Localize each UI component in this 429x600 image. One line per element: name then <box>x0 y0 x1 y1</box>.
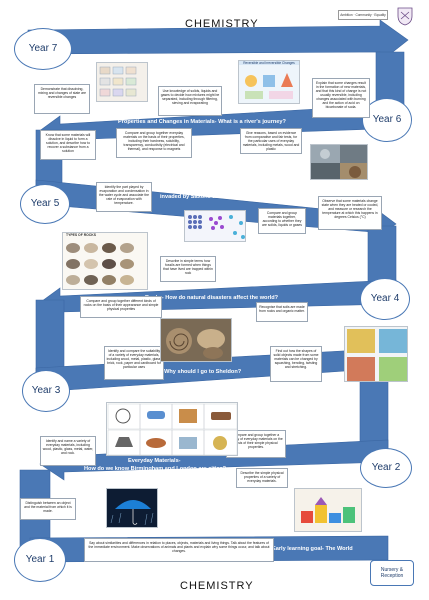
year-2-badge: Year 2 <box>360 448 412 488</box>
year-7-badge: Year 7 <box>14 28 72 70</box>
arrow-down-right-1 <box>375 51 405 105</box>
y7-mixtures-image <box>96 62 148 102</box>
band-year-2-topic-2: How do we know Birmingham and London are… <box>84 466 227 472</box>
y4-rocks-chart-title: TYPES OF ROCKS <box>66 233 96 237</box>
year-5-badge: Year 5 <box>20 184 70 224</box>
objective-y7-dissolving: Demonstrate that dissolving, mixing and … <box>34 84 90 114</box>
year-6-badge: Year 6 <box>362 98 412 142</box>
y6-iron-rust-photo <box>310 144 368 180</box>
school-crest-icon <box>397 7 413 26</box>
objective-y5-states: Compare and group materials together, ac… <box>258 208 306 234</box>
objective-y5-heated: Observe that some materials change state… <box>318 196 382 230</box>
y4-rock-types-chart: TYPES OF ROCKS <box>62 232 148 290</box>
y5-particles-image <box>184 210 246 242</box>
objective-y6-dissolve: Know that some materials will dissolve i… <box>40 130 96 160</box>
header-note: Ambition · Community · Equality <box>338 10 388 20</box>
y2-objects-grid <box>106 402 238 456</box>
objective-y2-describe: Describe the simple physical properties … <box>236 468 288 488</box>
band-year-2-topic-1: Everyday Materials- <box>128 458 181 464</box>
band-year-4-topic: Rocks- How do natural disasters affect t… <box>145 295 279 301</box>
band-year-6-topic: Properties and Changes in Materials- Wha… <box>118 119 286 125</box>
y6-reversible-poster: Reversible and Irreversible Changes <box>238 60 300 104</box>
y4-fossil-photo <box>160 318 232 362</box>
objective-y6-evidence: Give reasons, based on evidence from com… <box>240 128 302 154</box>
objective-y4-soils: Recognise that soils are made from rocks… <box>256 302 308 322</box>
objective-y1-distinguish: Distinguish between an object and the ma… <box>20 498 76 520</box>
band-year-5-topic-2: invaded by Saxons and Vikings? <box>160 194 247 200</box>
objective-y3-suitability: Identify and compare the suitability of … <box>104 346 164 380</box>
objective-y6-irreversible: Explain that some changes result in the … <box>312 78 370 118</box>
band-eyfs-topic: Early learning goal- The World <box>272 546 353 552</box>
y3-materials-photo <box>344 326 408 382</box>
objective-y4-compare-rocks: Compare and group together different kin… <box>80 296 162 318</box>
arrow-band-top <box>27 19 409 63</box>
objective-y3-shapes: Find out how the shapes of solid objects… <box>270 346 322 382</box>
year-4-badge: Year 4 <box>360 278 410 320</box>
band-year-3-topic: Everyday Materials- Why should I go to S… <box>110 369 242 375</box>
band-year-5-topic-1: States of Matter- Why was Britain <box>160 186 249 192</box>
objective-eyfs-talk: Say about similarities and differences i… <box>84 538 274 562</box>
objective-y2-identify: Identify and name a variety of everyday … <box>40 436 96 466</box>
objective-y6-separating: Use knowledge of solids, liquids and gas… <box>158 86 222 116</box>
objective-y4-fossils: Describe in simple terms how fossils are… <box>160 256 216 282</box>
year-3-badge: Year 3 <box>22 370 70 412</box>
y6-poster-title: Reversible and Irreversible Changes <box>239 61 299 65</box>
y1-toys-photo <box>294 488 362 532</box>
objective-y6-compare-properties: Compare and group together everyday mate… <box>116 128 192 158</box>
page-footer-title: CHEMISTRY <box>180 580 254 592</box>
year-1-badge: Year 1 <box>14 538 66 582</box>
page-title: CHEMISTRY <box>185 18 259 30</box>
y1-umbrella-photo <box>106 488 158 528</box>
objective-y5-evaporation: Identify the part played by evaporation … <box>96 182 152 212</box>
nursery-reception-badge: Nursery & Reception <box>370 560 414 586</box>
